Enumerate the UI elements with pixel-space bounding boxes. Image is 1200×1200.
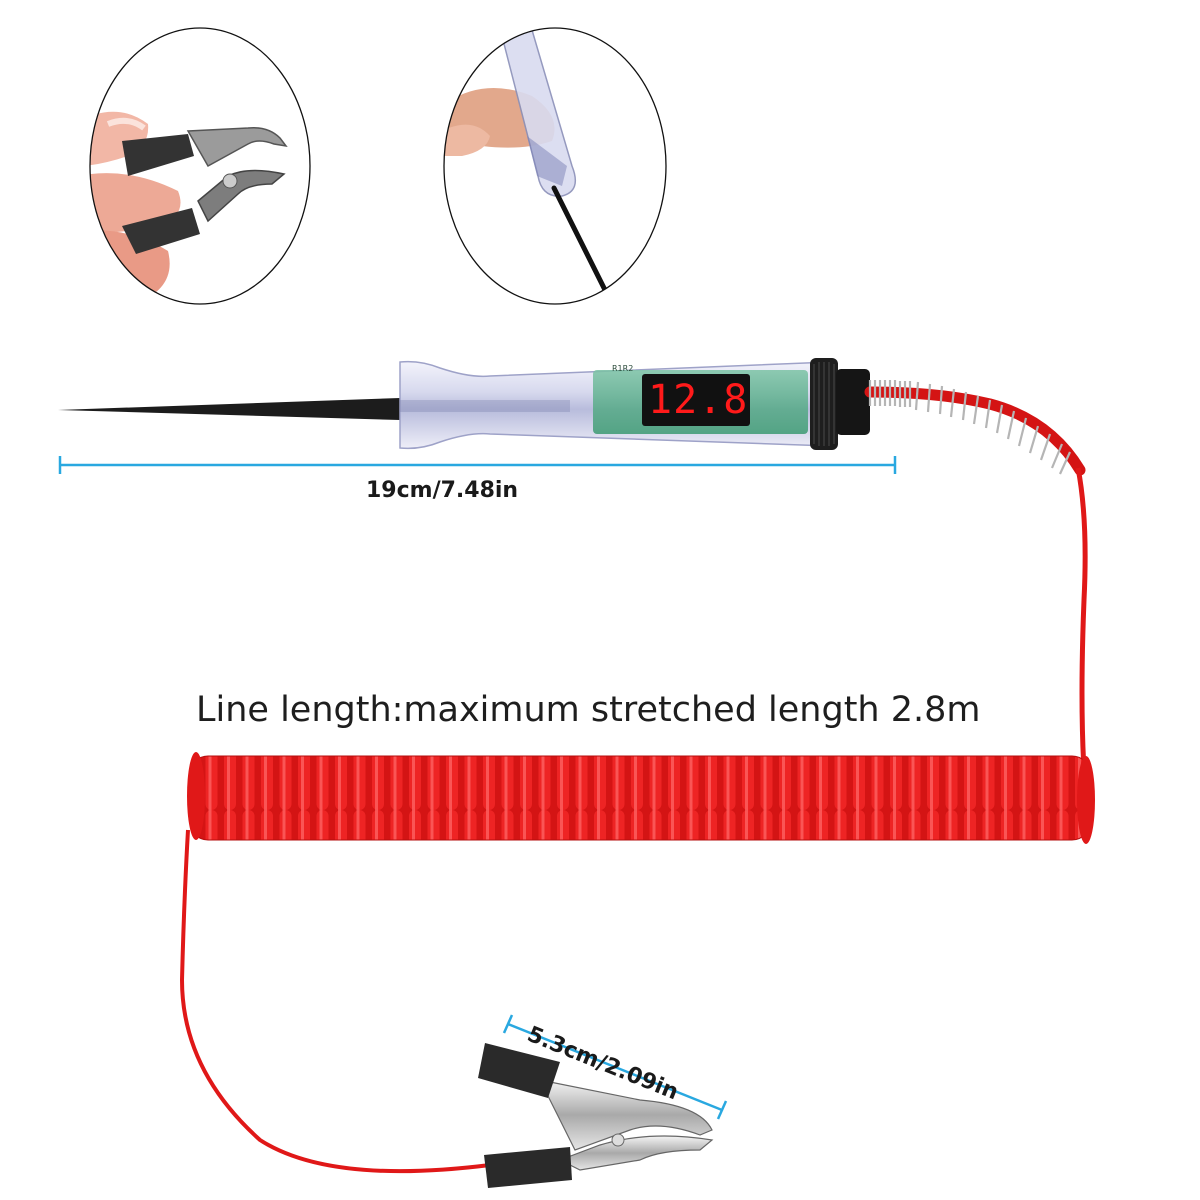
probe-tip-closeup-icon <box>443 27 667 305</box>
led-reading: 12.8 <box>648 377 749 423</box>
probe-dimension-line <box>58 456 897 474</box>
clip-dimension-line <box>502 1014 728 1120</box>
coiled-cable <box>190 756 1090 840</box>
led-display <box>642 374 750 426</box>
cable-length-caption: Line length:maximum stretched length 2.8… <box>196 690 981 730</box>
inset-alligator-clip <box>88 16 312 306</box>
spring-guard <box>868 380 1072 475</box>
probe-needle <box>58 398 400 420</box>
alligator-clip <box>478 1043 714 1188</box>
inset-probe-tip <box>442 16 668 306</box>
alligator-clip-closeup-icon <box>89 27 311 305</box>
probe-length-label: 19cm/7.48in <box>366 478 519 503</box>
strain-relief <box>836 369 870 435</box>
board-marking: R1R2 <box>612 364 634 373</box>
